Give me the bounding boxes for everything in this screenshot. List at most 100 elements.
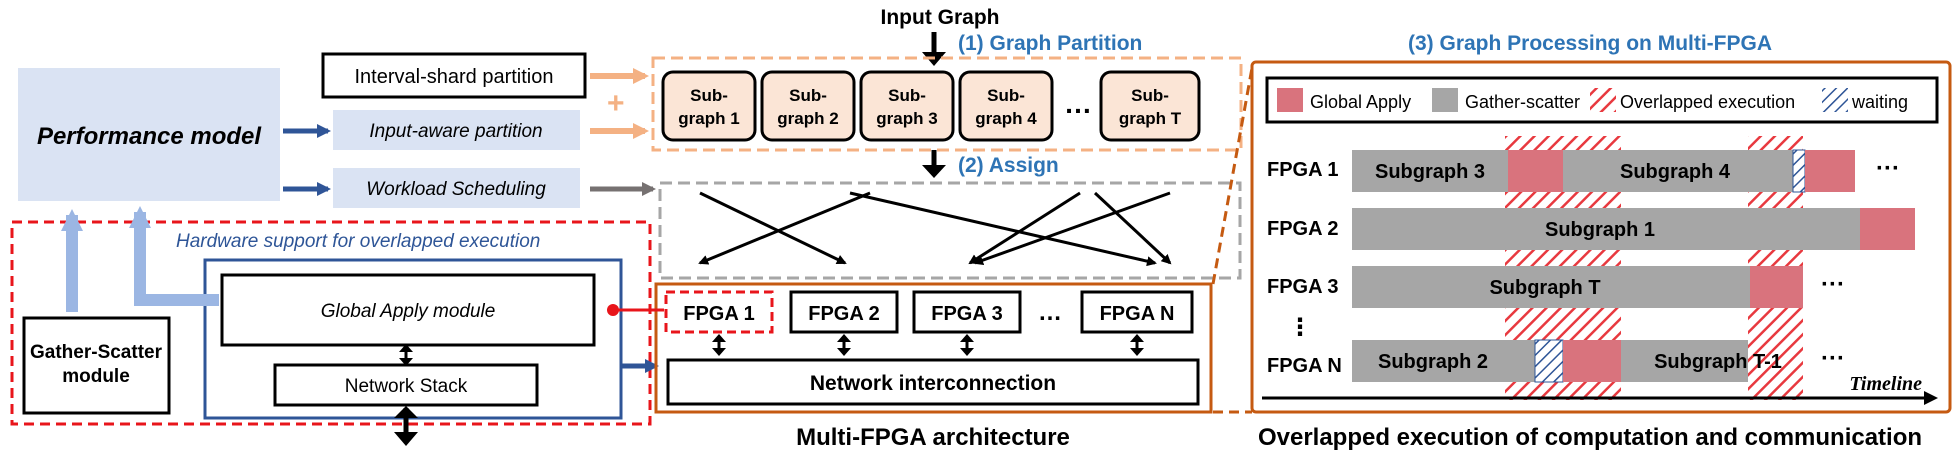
row-label-fpga-3: FPGA 3 <box>1267 276 1339 298</box>
legend-waiting: waiting <box>1851 92 1908 112</box>
bar-fpgaN-subgraphT1 <box>1621 340 1748 382</box>
global-apply-module-label: Global Apply module <box>321 301 496 322</box>
svg-text:Sub-: Sub- <box>1131 86 1169 105</box>
caption-multi-fpga: Multi-FPGA architecture <box>796 424 1070 451</box>
row-label-fpga-n: FPGA N <box>1267 355 1342 377</box>
bar-fpgaN-waiting <box>1534 339 1564 383</box>
legend-swatch-waiting <box>1822 88 1848 112</box>
subgraph-ellipsis: … <box>1064 88 1092 119</box>
global-apply-module-box <box>220 273 596 347</box>
bar-fpgaN-apply <box>1563 340 1621 382</box>
svg-text:graph T: graph T <box>1119 109 1182 128</box>
svg-text:Sub-: Sub- <box>888 86 926 105</box>
assign-arrow-head <box>922 165 946 178</box>
svg-text:Sub-: Sub- <box>789 86 827 105</box>
input-graph-label: Input Graph <box>881 6 1000 29</box>
hw-support-label: Hardware support for overlapped executio… <box>176 231 540 252</box>
timeline-axis-label: Timeline <box>1849 373 1922 395</box>
legend-swatch-gather-scatter <box>1432 88 1458 112</box>
legend-overlapped: Overlapped execution <box>1620 92 1795 112</box>
ga-ns-arrow-down <box>399 358 413 366</box>
bar-fpgaN-subgraph2 <box>1352 340 1535 382</box>
svg-text:graph 1: graph 1 <box>678 109 739 128</box>
bar-fpga2-subgraph1 <box>1352 208 1860 250</box>
legend-swatch-overlapped <box>1590 88 1616 112</box>
assign-line-2 <box>698 191 871 265</box>
performance-model-label: Performance model <box>37 123 262 150</box>
zoom-line-top <box>1211 67 1254 285</box>
interval-shard-box <box>321 52 587 99</box>
ga-ns-arrow-up <box>399 344 413 352</box>
subgraph-4: Sub- graph 4 <box>958 70 1054 142</box>
assign-container <box>658 181 1242 280</box>
fpga-2-label: FPGA 2 <box>808 303 880 325</box>
row3-more: ··· <box>1821 271 1845 298</box>
row-vdots: ⋮ <box>1288 314 1312 341</box>
network-interconnection-label: Network interconnection <box>810 372 1056 395</box>
workload-scheduling-label: Workload Scheduling <box>366 179 546 200</box>
gather-scatter-label-1: Gather-Scatter <box>30 342 163 363</box>
legend-gather-scatter: Gather-scatter <box>1465 92 1580 112</box>
bar-fpga1-subgraph3-label: Subgraph 3 <box>1375 161 1485 183</box>
ns-arrow-down <box>394 432 418 446</box>
assign-line-1 <box>699 191 847 265</box>
legend-swatch-global-apply <box>1277 88 1303 112</box>
row1-more: ··· <box>1876 155 1900 182</box>
network-stack-label: Network Stack <box>345 376 468 397</box>
ns-arrow-up <box>394 406 418 418</box>
fpga-n-label: FPGA N <box>1100 303 1175 325</box>
bar-fpga1-waiting <box>1792 149 1806 193</box>
legend-global-apply: Global Apply <box>1310 92 1411 112</box>
input-aware-box <box>333 110 580 150</box>
fpga-link-arrows <box>712 334 1144 356</box>
bar-fpgaN-subgraph2-label: Subgraph 2 <box>1378 351 1488 373</box>
subgraph-t: Sub- graph T <box>1099 70 1201 142</box>
plus-sign: + <box>607 87 625 120</box>
fpga-ellipsis: … <box>1038 299 1062 326</box>
svg-text:graph 4: graph 4 <box>975 109 1037 128</box>
svg-text:graph 3: graph 3 <box>876 109 937 128</box>
network-interconnection-box <box>666 358 1200 406</box>
subgraph-2: Sub- graph 2 <box>760 70 856 142</box>
fpga-3-box <box>912 290 1022 334</box>
bar-fpga2-subgraph1-label: Subgraph 1 <box>1545 219 1655 241</box>
step2-label: (2) Assign <box>958 154 1059 177</box>
caption-overlapped: Overlapped execution of computation and … <box>1258 424 1922 451</box>
bar-fpga1-apply-1 <box>1508 150 1563 192</box>
bar-fpga1-subgraph4 <box>1563 150 1793 192</box>
multi-fpga-frame <box>654 282 1213 414</box>
interval-shard-label: Interval-shard partition <box>355 66 554 88</box>
bar-fpga3-subgraphT <box>1352 266 1750 308</box>
bar-fpga1-subgraph4-label: Subgraph 4 <box>1620 161 1731 183</box>
assign-line-6 <box>973 191 1171 266</box>
assign-line-5 <box>1093 191 1172 265</box>
partition-container <box>651 56 1243 152</box>
bar-fpgaN-subgraphT1-label: Subgraph T-1 <box>1654 351 1782 373</box>
row-label-fpga-1: FPGA 1 <box>1267 159 1339 181</box>
svg-text:Sub-: Sub- <box>987 86 1025 105</box>
bar-fpga2-apply <box>1860 208 1915 250</box>
gather-scatter-module-box <box>22 316 171 415</box>
step1-label: (1) Graph Partition <box>958 32 1142 55</box>
bar-fpga3-apply <box>1750 266 1803 308</box>
gather-scatter-label-2: module <box>62 366 130 387</box>
rowN-more: ··· <box>1821 345 1845 372</box>
assign-line-3 <box>849 191 1157 267</box>
fpga-n-box <box>1080 290 1194 334</box>
bar-fpga3-subgraphT-label: Subgraph T <box>1489 277 1600 299</box>
input-aware-label: Input-aware partition <box>369 121 542 142</box>
row-label-fpga-2: FPGA 2 <box>1267 218 1339 240</box>
ga-to-fpga1-dot <box>607 304 619 316</box>
fpga-3-label: FPGA 3 <box>931 303 1003 325</box>
step3-label: (3) Graph Processing on Multi-FPGA <box>1408 32 1772 55</box>
subgraph-1: Sub- graph 1 <box>661 70 757 142</box>
hw-support-region <box>10 220 652 426</box>
svg-text:graph 2: graph 2 <box>777 109 838 128</box>
workload-scheduling-box <box>333 168 580 208</box>
arrow-ga-to-perf-path <box>134 215 219 306</box>
assign-line-4 <box>968 191 1081 265</box>
fpga-2-box <box>789 290 899 334</box>
subgraph-3: Sub- graph 3 <box>859 70 955 142</box>
bar-fpga1-apply-2 <box>1805 150 1855 192</box>
